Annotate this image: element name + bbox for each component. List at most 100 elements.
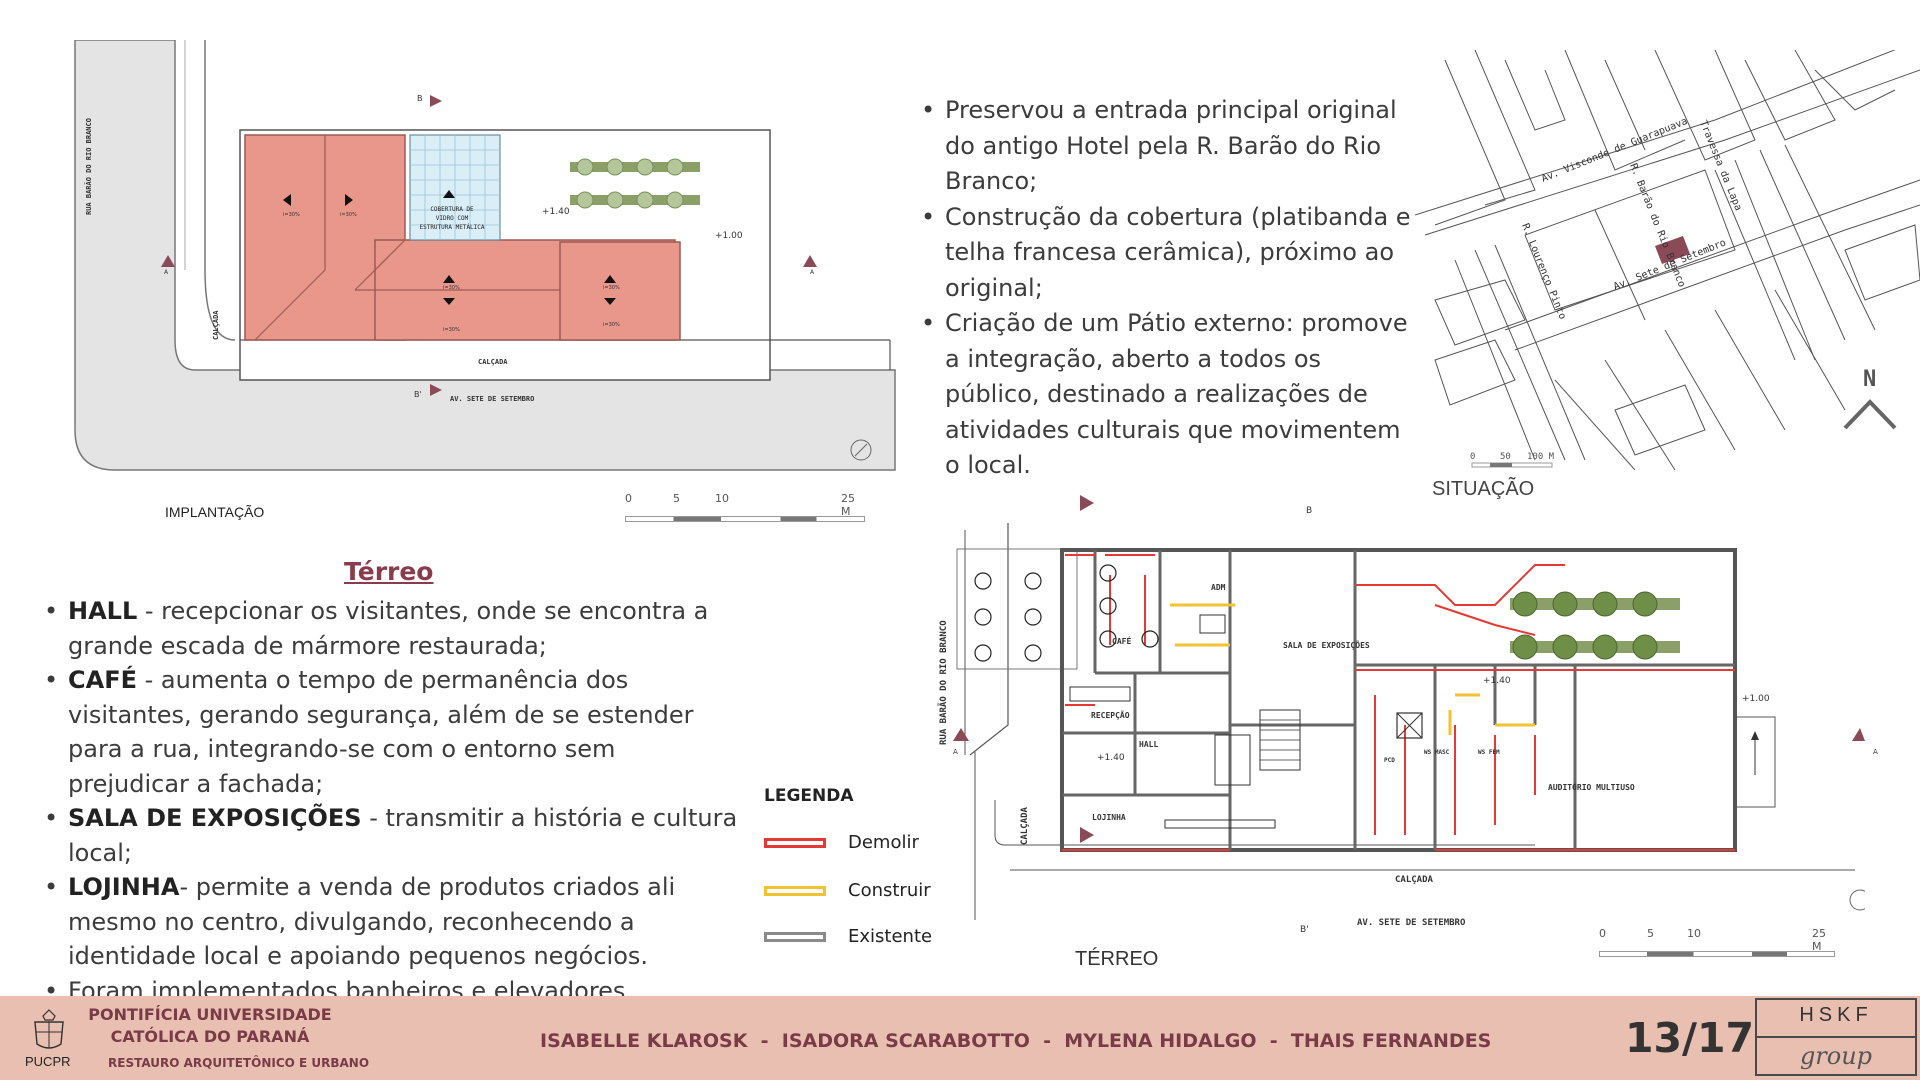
- terreo-street-left-label: RUA BARÃO DO RIO BRANCO: [939, 620, 949, 745]
- terreo-item-sala-text: - transmitir a história e cultura local;: [68, 804, 738, 867]
- terreo-item-hall-label: HALL: [68, 597, 138, 625]
- implantacao-calcada-label: CALÇADA: [478, 358, 508, 366]
- implantacao-site-plan: [74, 40, 896, 471]
- terreo-item-cafe-label: CAFÉ: [68, 666, 137, 694]
- legend-label-demolir: Demolir: [848, 832, 919, 853]
- terreo-scale-5: 5: [1647, 927, 1654, 940]
- implantacao-slope-2: i=30%: [340, 212, 357, 218]
- footer-bar: PUCPR PONTIFÍCIA UNIVERSIDADE CATÓLICA D…: [0, 996, 1920, 1080]
- terreo-item-sala: SALA DE EXPOSIÇÕES - transmitir a histór…: [40, 801, 740, 870]
- implantacao-calcada-left-label: CALÇADA: [212, 310, 220, 340]
- university-line-2: CATÓLICA DO PARANÁ: [110, 1027, 310, 1046]
- scale-label-0: 0: [625, 492, 632, 505]
- map-scale-100: 100 M: [1527, 452, 1555, 462]
- map-street-lourenco: R. Lourenço Pinto: [1519, 222, 1568, 321]
- situacao-map: Av. Visconde de Guarapuava R. Barão do R…: [1415, 50, 1920, 470]
- room-hall: HALL: [1139, 740, 1159, 749]
- implantacao-slope-5: i=30%: [603, 285, 620, 291]
- room-adm: ADM: [1211, 583, 1226, 592]
- page-number: 13/17: [1625, 1014, 1755, 1062]
- implantacao-section-a-left: A: [164, 269, 169, 276]
- implantacao-slope-3: i=30%: [443, 285, 460, 291]
- top-bullet-1: Preservou a entrada principal original d…: [917, 93, 1417, 200]
- terreo-item-lojinha: LOJINHA- permite a venda de produtos cri…: [40, 870, 740, 974]
- implantacao-scale-bar: 0 5 10 25 M: [623, 492, 865, 522]
- legend: LEGENDA Demolir Construir Existente: [764, 786, 934, 956]
- terreo-calcada-left-label: CALÇADA: [1020, 807, 1030, 845]
- cobertura-line-1: COBERTURA DE: [430, 206, 474, 213]
- terreo-scale-0: 0: [1599, 927, 1606, 940]
- room-sala-exposicoes: SALA DE EXPOSIÇÕES: [1283, 641, 1370, 650]
- implantacao-slope-4: i=30%: [443, 327, 460, 333]
- terreo-item-hall-text: - recepcionar os visitantes, onde se enc…: [68, 597, 709, 660]
- group-logo: HSKF group: [1755, 998, 1917, 1076]
- terreo-level-3: +1.00: [1742, 694, 1770, 704]
- room-ws-masc: WS MASC: [1424, 749, 1450, 756]
- pucpr-logo-text: PUCPR: [25, 1054, 71, 1069]
- implantacao-slope-1: i=30%: [283, 212, 300, 218]
- terreo-street-bottom-label: AV. SETE DE SETEMBRO: [1357, 918, 1466, 928]
- legend-label-construir: Construir: [848, 880, 931, 901]
- room-auditorio: AUDITÓRIO MULTIUSO: [1548, 783, 1635, 792]
- implantacao-section-a-right: A: [810, 269, 815, 276]
- implantacao-section-b2: B': [414, 390, 422, 399]
- implantacao-slope-6: i=30%: [603, 322, 620, 328]
- room-lojinha: LOJINHA: [1092, 813, 1126, 822]
- terreo-section-a-right: A: [1873, 748, 1878, 756]
- terreo-scale-bar: 0 5 10 25 M: [1597, 927, 1837, 959]
- map-scale-0: 0: [1470, 452, 1475, 462]
- top-bullet-list: Preservou a entrada principal original d…: [917, 93, 1417, 484]
- terreo-floor-plan: [953, 495, 1865, 920]
- legend-item-construir: Construir: [764, 880, 931, 901]
- top-bullet-2: Construção da cobertura (platibanda e te…: [917, 200, 1417, 307]
- situacao-caption: SITUAÇÃO: [1432, 478, 1535, 500]
- terreo-item-sala-label: SALA DE EXPOSIÇÕES: [68, 804, 362, 832]
- terreo-section-b: B: [1306, 506, 1313, 516]
- top-bullet-3: Criação de um Pátio externo: promove a i…: [917, 306, 1417, 484]
- terreo-level-1: +1.40: [1483, 676, 1511, 686]
- legend-item-existente: Existente: [764, 926, 932, 947]
- north-label: N: [1863, 367, 1876, 392]
- terreo-caption: TÉRREO: [1075, 948, 1159, 970]
- terreo-item-lojinha-text: - permite a venda de produtos criados al…: [68, 873, 676, 970]
- group-sub: group: [1799, 1042, 1873, 1070]
- map-street-travessa: Travessa da Lapa: [1697, 119, 1743, 212]
- map-scale-50: 50: [1500, 452, 1511, 462]
- terreo-item-cafe-text: - aumenta o tempo de permanência dos vis…: [68, 666, 694, 798]
- terreo-section-title: Térreo: [344, 557, 434, 586]
- scale-label-25: 25 M: [841, 492, 855, 518]
- terreo-item-cafe: CAFÉ - aumenta o tempo de permanência do…: [40, 663, 740, 801]
- terreo-level-2: +1.40: [1097, 753, 1125, 763]
- scale-label-5: 5: [673, 492, 680, 505]
- room-ws-fem: WS FEM: [1478, 749, 1500, 756]
- terreo-scale-10: 10: [1687, 927, 1701, 940]
- room-recepcao: RECEPÇÃO: [1091, 711, 1130, 720]
- implantacao-level-2: +1.00: [715, 231, 743, 241]
- north-arrow-icon: [1843, 399, 1897, 430]
- legend-label-existente: Existente: [848, 926, 933, 947]
- terreo-section-b2: B': [1300, 925, 1309, 935]
- terreo-item-hall: HALL - recepcionar os visitantes, onde s…: [40, 594, 740, 663]
- course-name: RESTAURO ARQUITETÔNICO E URBANO: [108, 1056, 370, 1070]
- implantacao-cobertura-label: COBERTURA DE VIDRO COM ESTRUTURA METÁLIC…: [412, 205, 492, 232]
- legend-swatch-gray: [764, 931, 826, 942]
- scale-label-10: 10: [715, 492, 729, 505]
- legend-item-demolir: Demolir: [764, 832, 919, 853]
- implantacao-street-left-label: RUA BARÃO DO RIO BRANCO: [85, 118, 93, 215]
- terreo-section-a-left: A: [953, 748, 958, 756]
- implantacao-level-1: +1.40: [542, 207, 570, 217]
- university-line-1: PONTIFÍCIA UNIVERSIDADE: [88, 1005, 332, 1024]
- group-name: HSKF: [1799, 1004, 1873, 1026]
- terreo-item-lojinha-label: LOJINHA: [68, 873, 180, 901]
- terreo-calcada-label: CALÇADA: [1395, 875, 1433, 885]
- legend-title: LEGENDA: [764, 786, 854, 806]
- terreo-bullet-list: HALL - recepcionar os visitantes, onde s…: [40, 594, 740, 1043]
- cobertura-line-3: ESTRUTURA METÁLICA: [419, 224, 485, 231]
- terreo-scale-25: 25 M: [1812, 927, 1826, 953]
- cobertura-line-2: VIDRO COM: [435, 215, 469, 222]
- implantacao-street-bottom-label: AV. SETE DE SETEMBRO: [450, 395, 535, 403]
- authors: ISABELLE KLAROSK - ISADORA SCARABOTTO - …: [540, 1030, 1492, 1052]
- implantacao-section-b: B: [417, 94, 423, 103]
- legend-swatch-yellow: [764, 885, 826, 896]
- room-pcd: PCD: [1384, 757, 1395, 764]
